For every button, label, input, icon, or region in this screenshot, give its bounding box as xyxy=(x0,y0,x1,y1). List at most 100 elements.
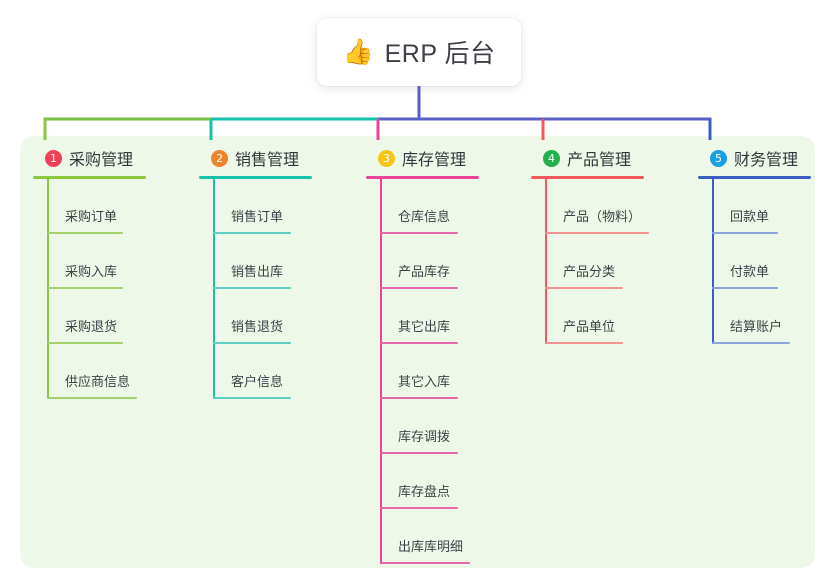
column-spine-5 xyxy=(712,179,714,344)
leaf-item-underline xyxy=(213,342,291,344)
root-node-label: ERP 后台 xyxy=(384,40,496,68)
leaf-item-label: 出库库明细 xyxy=(398,539,464,554)
leaf-item[interactable]: 采购入库 xyxy=(47,234,146,289)
thumbs-up-icon: 👍 xyxy=(342,37,374,66)
leaf-item-underline xyxy=(380,452,458,454)
column-badge-2: 2 xyxy=(211,149,228,167)
column-title-4: 产品管理 xyxy=(567,152,632,169)
leaf-item-underline xyxy=(47,397,137,399)
leaf-item-label: 仓库信息 xyxy=(398,209,451,224)
leaf-item[interactable]: 销售出库 xyxy=(213,234,312,289)
leaf-item-underline xyxy=(47,342,123,344)
root-node[interactable]: 👍 ERP 后台 xyxy=(317,18,521,86)
leaf-item-underline xyxy=(545,342,623,344)
column-spine-4 xyxy=(545,179,547,344)
leaf-item-label: 销售退货 xyxy=(231,319,284,334)
leaf-item-label: 其它入库 xyxy=(398,374,451,389)
leaf-item-underline xyxy=(380,562,470,564)
leaf-item-underline xyxy=(545,232,649,234)
column-items-5: 回款单付款单结算账户 xyxy=(698,179,811,344)
leaf-item-underline xyxy=(380,397,458,399)
leaf-item-label: 付款单 xyxy=(730,264,770,279)
column-spine-3 xyxy=(380,179,382,564)
leaf-item[interactable]: 产品分类 xyxy=(545,234,644,289)
leaf-item[interactable]: 库存盘点 xyxy=(380,454,479,509)
column-4: 4 产品管理产品（物料） 产品分类产品单位 xyxy=(531,145,649,344)
leaf-item-label: 采购入库 xyxy=(65,264,118,279)
leaf-item-underline xyxy=(47,232,123,234)
column-underline-4 xyxy=(531,176,644,179)
leaf-item-underline xyxy=(380,507,458,509)
column-underline-2 xyxy=(199,176,312,179)
leaf-item-label: 产品库存 xyxy=(398,264,451,279)
leaf-item-label: 产品分类 xyxy=(563,264,616,279)
leaf-item[interactable]: 其它入库 xyxy=(380,344,479,399)
column-header-5[interactable]: 5 财务管理 xyxy=(698,145,811,171)
column-title-1: 采购管理 xyxy=(69,152,134,169)
content-panel xyxy=(20,136,815,568)
column-header-2[interactable]: 2 销售管理 xyxy=(199,145,312,171)
column-header-3[interactable]: 3 库存管理 xyxy=(366,145,479,171)
leaf-item-underline xyxy=(712,287,778,289)
column-title-5: 财务管理 xyxy=(734,152,799,169)
column-items-3: 仓库信息产品库存其它出库其它入库库存调拨库存盘点出库库明细 xyxy=(366,179,479,564)
column-items-2: 销售订单销售出库销售退货客户信息 xyxy=(199,179,312,399)
leaf-item[interactable]: 供应商信息 xyxy=(47,344,146,399)
leaf-item[interactable]: 采购退货 xyxy=(47,289,146,344)
column-badge-4: 4 xyxy=(543,149,560,167)
column-items-4: 产品（物料） 产品分类产品单位 xyxy=(531,179,649,344)
leaf-item-label: 产品单位 xyxy=(563,319,616,334)
leaf-item-label: 结算账户 xyxy=(730,319,783,334)
leaf-item-label: 库存盘点 xyxy=(398,484,451,499)
column-items-1: 采购订单采购入库采购退货供应商信息 xyxy=(33,179,146,399)
leaf-item-underline xyxy=(213,287,291,289)
column-3: 3 库存管理仓库信息产品库存其它出库其它入库库存调拨库存盘点出库库明细 xyxy=(366,145,479,564)
leaf-item[interactable]: 销售订单 xyxy=(213,179,312,234)
leaf-item[interactable]: 产品单位 xyxy=(545,289,644,344)
column-badge-3: 3 xyxy=(378,149,395,167)
column-underline-1 xyxy=(33,176,146,179)
leaf-item-label: 库存调拨 xyxy=(398,429,451,444)
leaf-item[interactable]: 仓库信息 xyxy=(380,179,479,234)
leaf-item-label: 产品（物料） xyxy=(563,209,642,224)
leaf-item[interactable]: 回款单 xyxy=(712,179,811,234)
column-2: 2 销售管理销售订单销售出库销售退货客户信息 xyxy=(199,145,312,399)
leaf-item-label: 回款单 xyxy=(730,209,770,224)
leaf-item[interactable]: 销售退货 xyxy=(213,289,312,344)
leaf-item-label: 供应商信息 xyxy=(65,374,131,389)
column-header-4[interactable]: 4 产品管理 xyxy=(531,145,644,171)
column-title-3: 库存管理 xyxy=(402,152,467,169)
leaf-item[interactable]: 采购订单 xyxy=(47,179,146,234)
column-badge-5: 5 xyxy=(710,149,727,167)
leaf-item[interactable]: 库存调拨 xyxy=(380,399,479,454)
leaf-item-label: 销售订单 xyxy=(231,209,284,224)
leaf-item-underline xyxy=(380,287,458,289)
column-underline-3 xyxy=(366,176,479,179)
leaf-item-underline xyxy=(380,232,458,234)
leaf-item[interactable]: 出库库明细 xyxy=(380,509,479,564)
leaf-item[interactable]: 产品库存 xyxy=(380,234,479,289)
leaf-item-underline xyxy=(213,232,291,234)
leaf-item-label: 其它出库 xyxy=(398,319,451,334)
leaf-item[interactable]: 客户信息 xyxy=(213,344,312,399)
leaf-item-label: 客户信息 xyxy=(231,374,284,389)
leaf-item-label: 采购退货 xyxy=(65,319,118,334)
column-title-2: 销售管理 xyxy=(235,152,300,169)
leaf-item-underline xyxy=(545,287,623,289)
column-spine-1 xyxy=(47,179,49,399)
column-spine-2 xyxy=(213,179,215,399)
leaf-item[interactable]: 其它出库 xyxy=(380,289,479,344)
leaf-item-underline xyxy=(47,287,123,289)
column-underline-5 xyxy=(698,176,811,179)
leaf-item-underline xyxy=(213,397,291,399)
column-5: 5 财务管理回款单付款单结算账户 xyxy=(698,145,811,344)
leaf-item[interactable]: 产品（物料） xyxy=(545,179,649,234)
leaf-item[interactable]: 付款单 xyxy=(712,234,811,289)
leaf-item-underline xyxy=(712,232,778,234)
leaf-item[interactable]: 结算账户 xyxy=(712,289,811,344)
leaf-item-underline xyxy=(380,342,458,344)
leaf-item-underline xyxy=(712,342,790,344)
